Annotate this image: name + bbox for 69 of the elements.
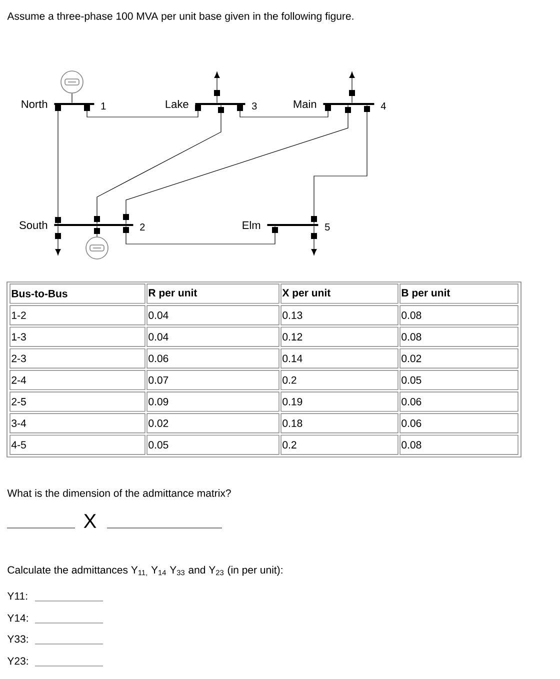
question: Calculate the admittances Y$_{11,}$ Y$_{14}$ Y$_{33}$ and Y$_{23}$ (in per unit):	[8, 566, 282, 576]
bus-bar: Main 4	[294, 100, 386, 110]
load-arrow	[55, 226, 61, 256]
table-cell: 0.13	[280, 305, 398, 326]
table-cell: 0.12	[280, 326, 398, 347]
table-cell: 0.05	[146, 434, 280, 455]
line	[55, 104, 61, 224]
table-cell: 1-3	[10, 326, 146, 347]
table-cell: 0.08	[400, 326, 518, 347]
load-arrow	[311, 226, 317, 256]
table-cell: 0.19	[280, 392, 398, 412]
line	[123, 104, 351, 224]
table-cell: 0.04	[146, 305, 280, 326]
node-label: Elm	[242, 221, 260, 229]
table-cell: 0.2	[280, 370, 398, 390]
table-cell: 0.02	[146, 413, 280, 434]
table-cell: 0.18	[280, 413, 398, 434]
node-label: 2	[140, 224, 145, 230]
node-label: Main	[294, 100, 316, 108]
line	[237, 104, 331, 118]
table-cell: 3-4	[10, 413, 146, 434]
table-cell: 0.08	[400, 434, 518, 455]
table-header: X per unit	[280, 284, 398, 304]
table-header: R per unit	[146, 284, 280, 304]
table-cell: 0.05	[400, 370, 518, 390]
node-label: South	[20, 220, 48, 230]
node-label: North	[22, 100, 48, 108]
line	[311, 104, 370, 224]
table-cell: 2-3	[10, 348, 146, 368]
table-cell: 0.06	[400, 392, 518, 412]
answer-label: Y23:	[7, 657, 28, 665]
table-cell: 0.06	[146, 348, 280, 368]
table-cell: 0.14	[280, 348, 398, 368]
line	[94, 226, 100, 237]
line	[84, 104, 201, 118]
times-sign: X	[84, 514, 96, 528]
node-label: Lake	[166, 100, 188, 108]
node-label: 1	[101, 102, 106, 110]
answer-label: Y33:	[7, 635, 28, 643]
table-cell: 0.08	[400, 305, 518, 326]
table-cell: 0.2	[280, 434, 398, 455]
node-label: 4	[380, 102, 386, 110]
table-cell: 4-5	[10, 434, 146, 455]
table-header: B per unit	[400, 284, 518, 304]
node-label: 5	[325, 224, 330, 230]
table-cell: 1-2	[10, 305, 146, 326]
answer-label: Y14:	[7, 614, 28, 622]
title: Assume a three-phase 100 MVA per unit base given in the following figure.	[7, 12, 354, 22]
line	[94, 104, 224, 224]
load-arrow	[214, 72, 220, 104]
node-label: 3	[252, 102, 257, 110]
answer-label: Y11:	[7, 592, 28, 600]
bus-bar: Lake 3	[166, 100, 257, 110]
table-cell: 2-4	[10, 370, 146, 390]
generator-symbol	[86, 236, 108, 260]
table-header: Bus-to-Bus	[10, 284, 146, 304]
question: What is the dimension of the admittance matrix?	[7, 489, 231, 497]
table-cell: 0.04	[146, 326, 280, 347]
bus-bar: North 1	[22, 100, 106, 110]
load-arrow	[349, 72, 355, 104]
bus-bar: South 2	[20, 220, 145, 230]
table-cell: 0.02	[400, 348, 518, 368]
table-cell: 0.07	[146, 370, 280, 390]
table-cell: 0.09	[146, 392, 280, 412]
line	[123, 226, 278, 244]
bus-bar: Elm 5	[242, 221, 330, 230]
table-cell: 2-5	[10, 392, 146, 412]
table-cell: 0.06	[400, 413, 518, 434]
generator-symbol	[60, 70, 84, 94]
